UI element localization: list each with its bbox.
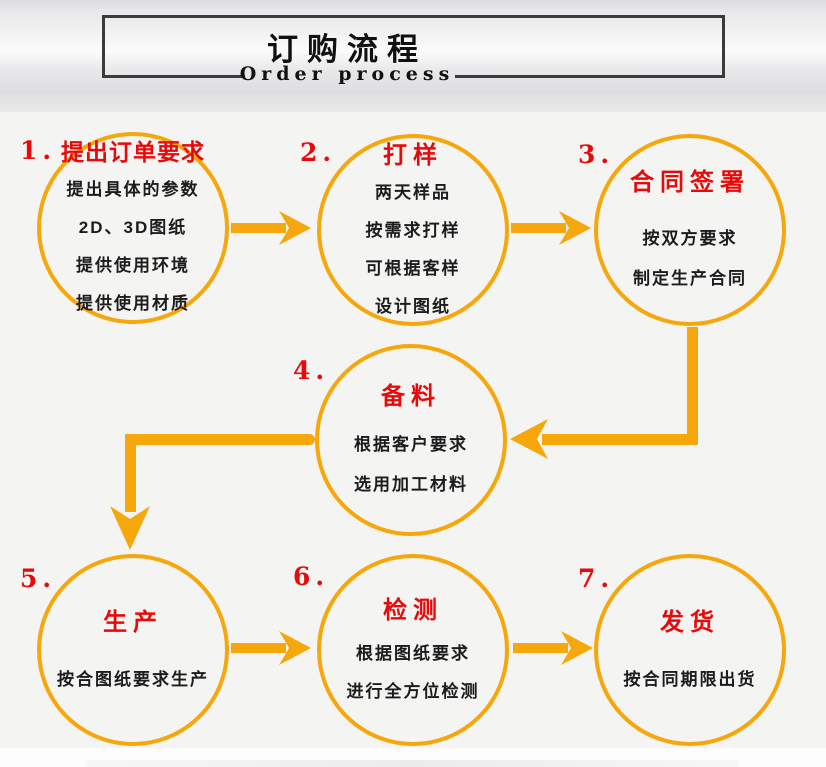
step-circle-material-preparation: 备料 根据客户要求 选用加工材料	[315, 344, 507, 536]
step-title: 打样	[383, 141, 443, 169]
step-detail: 根据客户要求	[354, 434, 468, 454]
step-detail: 制定生产合同	[633, 268, 747, 288]
step-detail: 提出具体的参数	[66, 180, 200, 199]
step-detail: 2D、3D图纸	[78, 218, 188, 237]
step-title: 发货	[660, 608, 720, 636]
arrow-left-icon	[510, 419, 548, 459]
title-box	[102, 15, 725, 75]
connector-vertical-line	[125, 434, 136, 512]
step-detail: 进行全方位检测	[346, 681, 480, 701]
step-detail: 选用加工材料	[354, 474, 468, 494]
step-detail: 按合图纸要求生产	[57, 669, 209, 689]
step-detail: 提供使用材质	[76, 294, 190, 313]
page-subtitle: Order process	[239, 63, 455, 85]
step-detail: 可根据客样	[365, 258, 461, 278]
page-title: 订购流程	[267, 32, 427, 67]
step-number-3: 3.	[578, 140, 615, 169]
step-circle-sampling: 打样 两天样品 按需求打样 可根据客样 设计图纸	[317, 134, 509, 326]
step-detail: 按需求打样	[365, 220, 461, 240]
bottom-divider	[85, 760, 740, 767]
step-detail: 按合同期限出货	[623, 669, 757, 689]
arrow-right-icon	[511, 211, 591, 245]
arrow-down-icon	[110, 506, 150, 550]
step-title: 生产	[103, 608, 163, 636]
step-title: 提出订单要求	[61, 139, 205, 165]
step-circle-inspection: 检测 根据图纸要求 进行全方位检测	[317, 554, 509, 746]
connector-horizontal-line	[125, 434, 315, 445]
step-detail: 两天样品	[375, 182, 451, 202]
step-number-7: 7.	[578, 564, 615, 593]
step-number-6: 6.	[293, 562, 330, 591]
step-circle-production: 生产 按合图纸要求生产	[37, 554, 229, 746]
step-detail: 根据图纸要求	[356, 643, 470, 663]
step-detail: 提供使用环境	[76, 256, 190, 275]
connector-vertical-line	[687, 327, 698, 440]
header-gradient-band	[0, 0, 826, 112]
step-number-4: 4.	[293, 356, 330, 385]
arrow-right-icon	[231, 211, 311, 245]
step-title: 检测	[383, 596, 443, 624]
step-detail: 设计图纸	[375, 296, 451, 316]
step-number-1: 1.	[20, 136, 57, 165]
title-box-border-right-segment	[455, 75, 725, 78]
step-title: 合同签署	[630, 168, 750, 196]
step-circle-order-request: 提出订单要求 提出具体的参数 2D、3D图纸 提供使用环境 提供使用材质	[37, 132, 229, 324]
connector-horizontal-line	[542, 434, 698, 445]
step-title: 备料	[381, 382, 441, 410]
arrow-right-icon	[513, 631, 593, 665]
step-detail: 按双方要求	[642, 228, 738, 248]
step-circle-contract-signing: 合同签署 按双方要求 制定生产合同	[594, 134, 786, 326]
step-number-5: 5.	[20, 564, 57, 593]
step-number-2: 2.	[300, 138, 337, 167]
step-circle-shipment: 发货 按合同期限出货	[594, 554, 786, 746]
arrow-right-icon	[231, 631, 311, 665]
title-box-border-left-segment	[102, 75, 245, 78]
